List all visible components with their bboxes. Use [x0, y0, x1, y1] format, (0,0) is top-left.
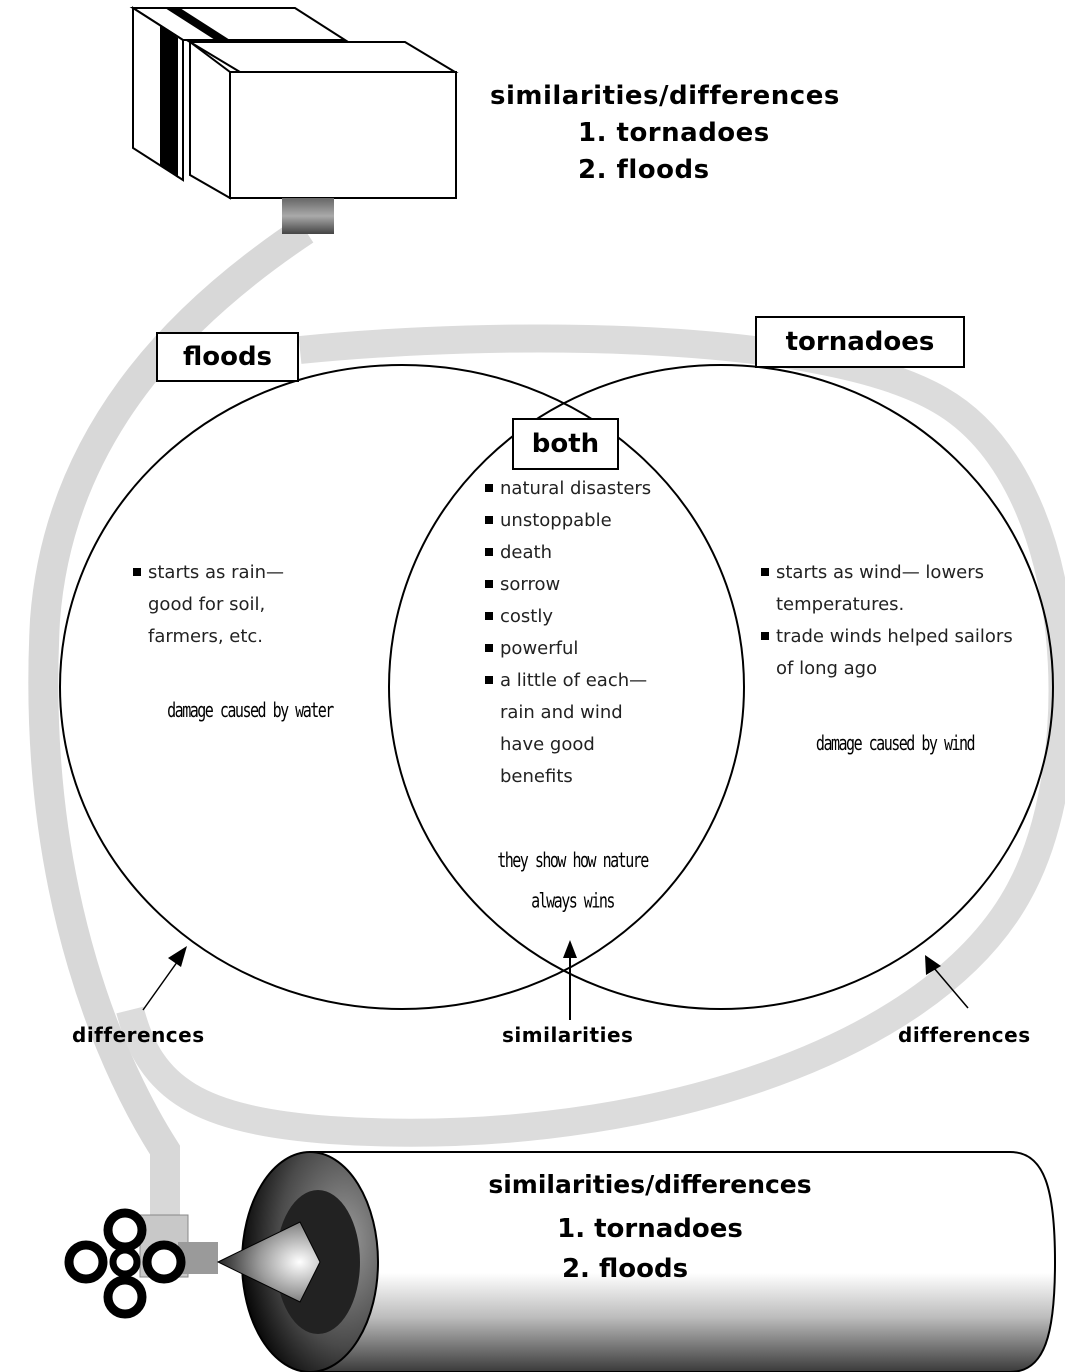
similarities-caption: similarities [502, 1023, 634, 1047]
floods-bullets: starts as rain— good for soil, farmers, … [132, 557, 332, 653]
both-bullet-3: death [484, 537, 669, 569]
bottom-title-item-1: 1. tornadoes [557, 1214, 743, 1244]
nozzle-icon [64, 1208, 218, 1319]
floods-bullet-1: starts as rain— good for soil, farmers, … [132, 557, 332, 653]
top-title-item-2: 2. floods [578, 155, 710, 185]
hose-loop [116, 324, 1065, 1147]
both-bullet-7: a little of each— rain and wind have goo… [484, 665, 669, 793]
tornadoes-note: damage caused by wind [815, 731, 976, 756]
arrow-right-differences-icon [925, 955, 969, 1009]
floods-label: floods [156, 332, 299, 382]
both-bullet-1: natural disasters [484, 473, 669, 505]
left-circle [59, 364, 745, 1010]
both-note: they show how nature always wins [497, 848, 649, 913]
right-differences-caption: differences [898, 1023, 1031, 1047]
both-bullet-4: sorrow [484, 569, 669, 601]
both-label: both [512, 418, 619, 470]
cylinder-icon [216, 1151, 1057, 1372]
both-bullet-2: unstoppable [484, 505, 669, 537]
arrow-similarities-icon [563, 940, 577, 1020]
box-icon [129, 6, 459, 234]
top-title-item-1: 1. tornadoes [578, 118, 770, 148]
top-title-heading: similarities/differences [490, 81, 840, 111]
hose-band [28, 217, 314, 1240]
tornadoes-bullet-2: trade winds helped sailors of long ago [760, 621, 1025, 685]
tornadoes-label: tornadoes [755, 316, 965, 368]
both-bullet-6: powerful [484, 633, 669, 665]
top-title: similarities/differences 1. tornadoes 2.… [490, 78, 910, 189]
tornadoes-bullets: starts as wind— lowers temperatures. tra… [760, 557, 1025, 685]
bottom-title-heading: similarities/differences [488, 1170, 812, 1199]
bottom-title: similarities/differences 1. tornadoes 2.… [430, 1165, 870, 1289]
arrow-left-differences-icon [142, 946, 187, 1011]
right-circle [388, 364, 1054, 1010]
both-bullet-5: costly [484, 601, 669, 633]
floods-note: damage caused by water [167, 698, 334, 723]
bottom-title-item-2: 2. floods [561, 1254, 689, 1284]
tornadoes-bullet-1: starts as wind— lowers temperatures. [760, 557, 1025, 621]
both-bullets: natural disasters unstoppable death sorr… [484, 473, 669, 793]
left-differences-caption: differences [72, 1023, 205, 1047]
